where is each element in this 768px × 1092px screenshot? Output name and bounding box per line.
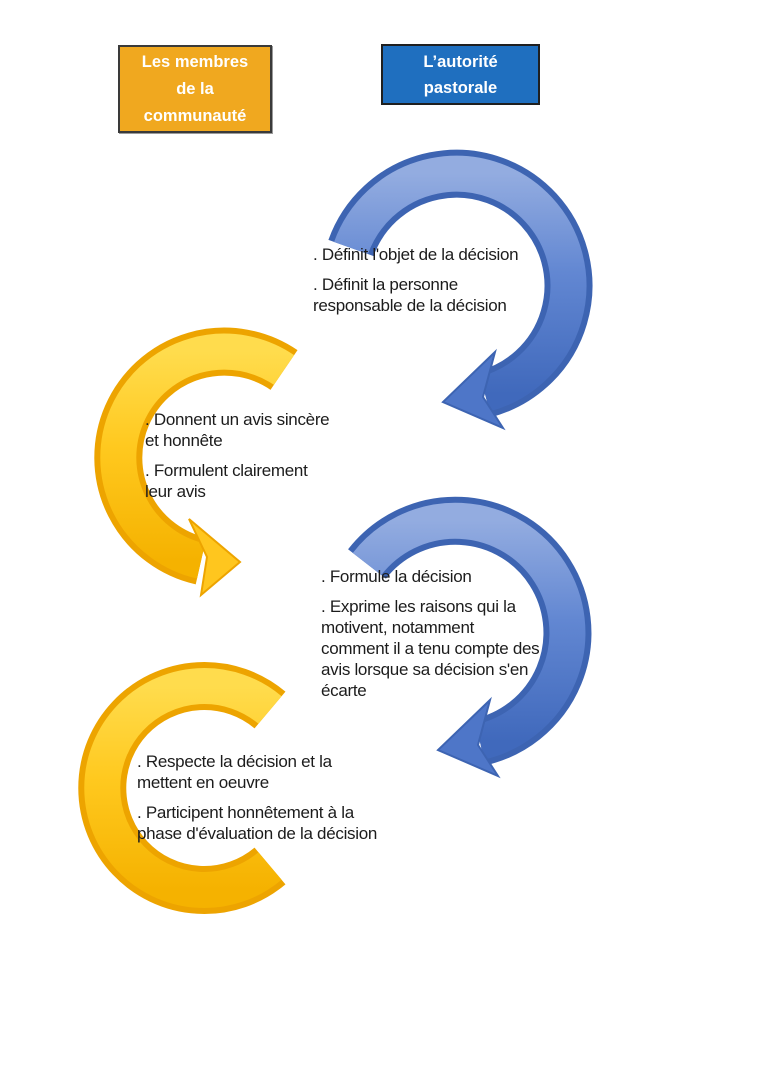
step-3-notes: . Formule la décision . Exprime les rais… xyxy=(321,566,573,710)
note-item: . Exprime les raisons qui la motivent, n… xyxy=(321,597,540,700)
note-item: . Respecte la décision et la mettent en … xyxy=(137,752,332,792)
note-item: . Formulent clairement leur avis xyxy=(145,461,308,501)
yellow-curved-arrow-1 xyxy=(94,327,298,598)
note-item: . Définit la personne responsable de la … xyxy=(313,275,507,315)
note-item: . Participent honnêtement à la phase d'é… xyxy=(137,803,378,843)
blue-curved-arrow-2 xyxy=(348,496,592,779)
authority-box: L’autorité pastorale xyxy=(381,44,540,105)
members-box-label: Les membres de la communauté xyxy=(141,52,249,125)
step-1-notes: . Définit l'objet de la décision . Défin… xyxy=(313,244,553,325)
yellow-curved-arrow-2 xyxy=(78,662,286,914)
step-4-notes: . Respecte la décision et la mettent en … xyxy=(137,751,399,853)
authority-box-label: L’autorité pastorale xyxy=(423,52,498,97)
note-item: . Donnent un avis sincère et honnête xyxy=(145,410,330,450)
note-item: . Définit l'objet de la décision xyxy=(313,245,519,264)
step-2-notes: . Donnent un avis sincère et honnête . F… xyxy=(145,409,350,511)
note-item: . Formule la décision xyxy=(321,567,472,586)
members-box: Les membres de la communauté xyxy=(118,45,272,133)
blue-curved-arrow-1 xyxy=(328,149,593,431)
